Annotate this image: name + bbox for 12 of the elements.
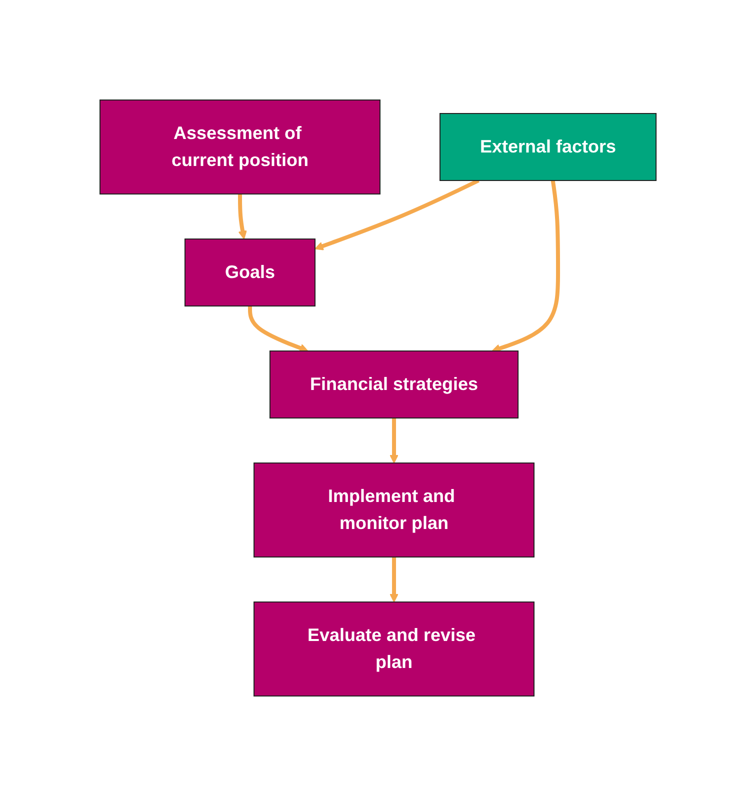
node-box: Goals: [184, 238, 316, 306]
arrow: [314, 178, 480, 250]
arrow: [248, 306, 308, 352]
node-box: Assessment of current position: [99, 99, 380, 194]
node-box: Financial strategies: [269, 350, 519, 418]
arrow: [492, 180, 560, 352]
node-box: Implement and monitor plan: [253, 462, 534, 557]
arrow: [390, 556, 398, 602]
arrow: [238, 194, 247, 239]
node-box: External factors: [439, 112, 657, 180]
arrow: [390, 418, 398, 463]
node-box: Evaluate and revise plan: [253, 601, 534, 696]
